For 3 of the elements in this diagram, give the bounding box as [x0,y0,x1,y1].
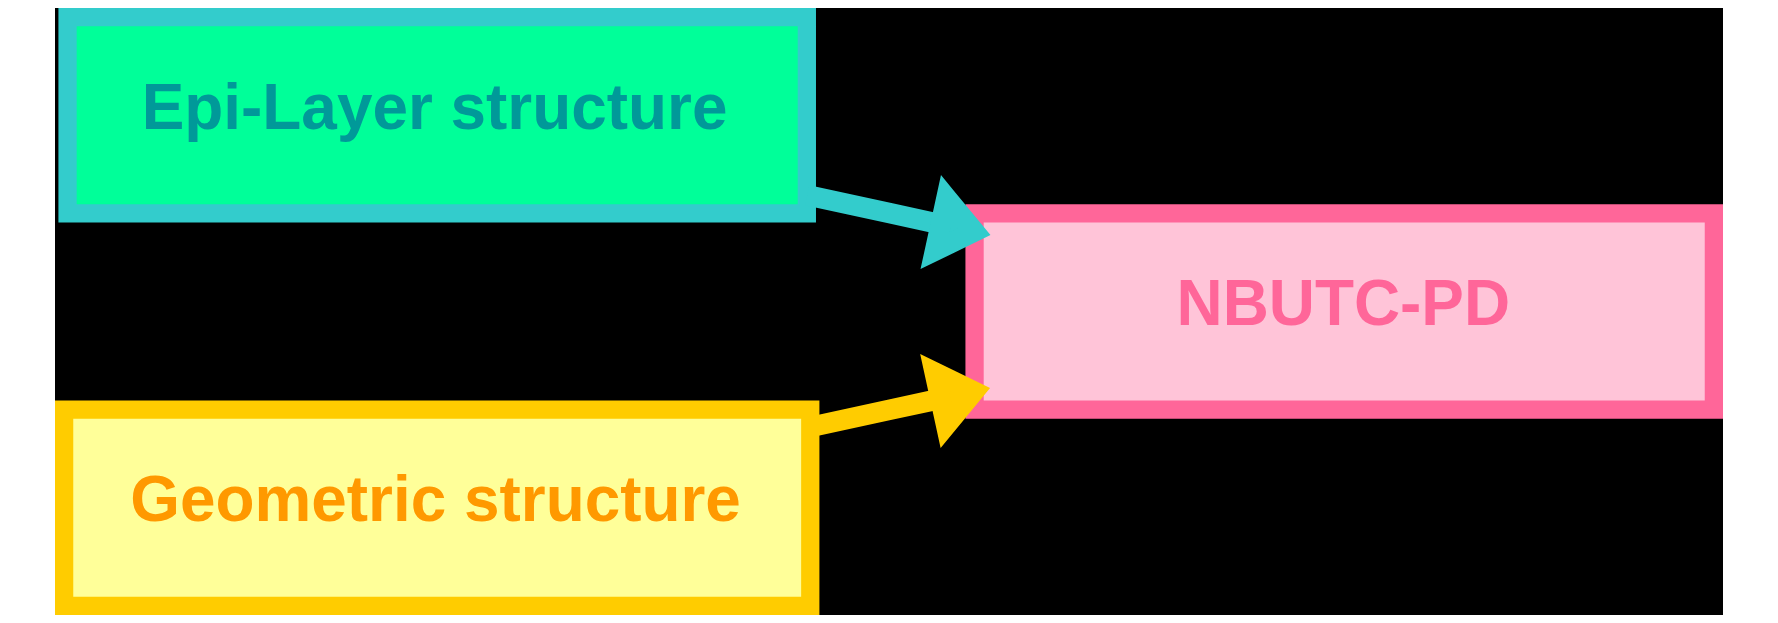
node-box: Epi-Layer structure [58,8,816,223]
node-box: Geometric structure [55,400,820,615]
node-box: NBUTC-PD [965,204,1723,419]
